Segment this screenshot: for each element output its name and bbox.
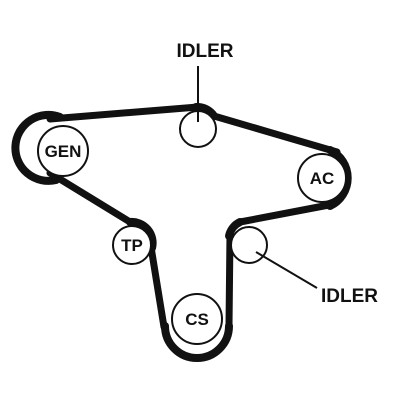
generator-label: GEN [45,142,82,161]
crankshaft-pulley [171,293,223,345]
belt [46,103,341,331]
belt-span-cs-to-tp [147,243,168,331]
belt-span-gen-to-idler [46,103,202,123]
pulley-idler-bottom [230,226,268,264]
belt-wraps [11,102,352,362]
pulley-ac: AC [297,153,347,203]
pulley-generator: GEN [37,125,89,177]
idler-bottom-label: IDLER [321,286,378,307]
ac-pulley [297,153,347,203]
generator-pulley [37,125,89,177]
tp-label: TP [121,236,143,255]
idler-top-label: IDLER [177,41,234,62]
tp-pulley [112,225,152,265]
belt-span-idler-to-cs [225,230,234,330]
pulley-tensioner: TP [112,225,152,265]
pulley-crankshaft: CS [171,293,223,345]
ac-label: AC [310,169,335,188]
belt-wrap-generator [11,110,64,185]
belt-wrap-crankshaft [161,322,233,362]
belt-wrap-tp [126,217,157,252]
belt-wrap-idler-bottom [225,218,244,240]
belt-span-idler-to-ac [210,112,341,156]
belt-span-ac-to-idler [236,201,333,226]
belt-span-tp-to-gen [46,169,134,226]
belt-wrap-ac [326,146,352,210]
idler-bottom-pulley [230,226,268,264]
cs-label: CS [185,310,209,329]
idler-bottom-leader-line [255,251,318,289]
